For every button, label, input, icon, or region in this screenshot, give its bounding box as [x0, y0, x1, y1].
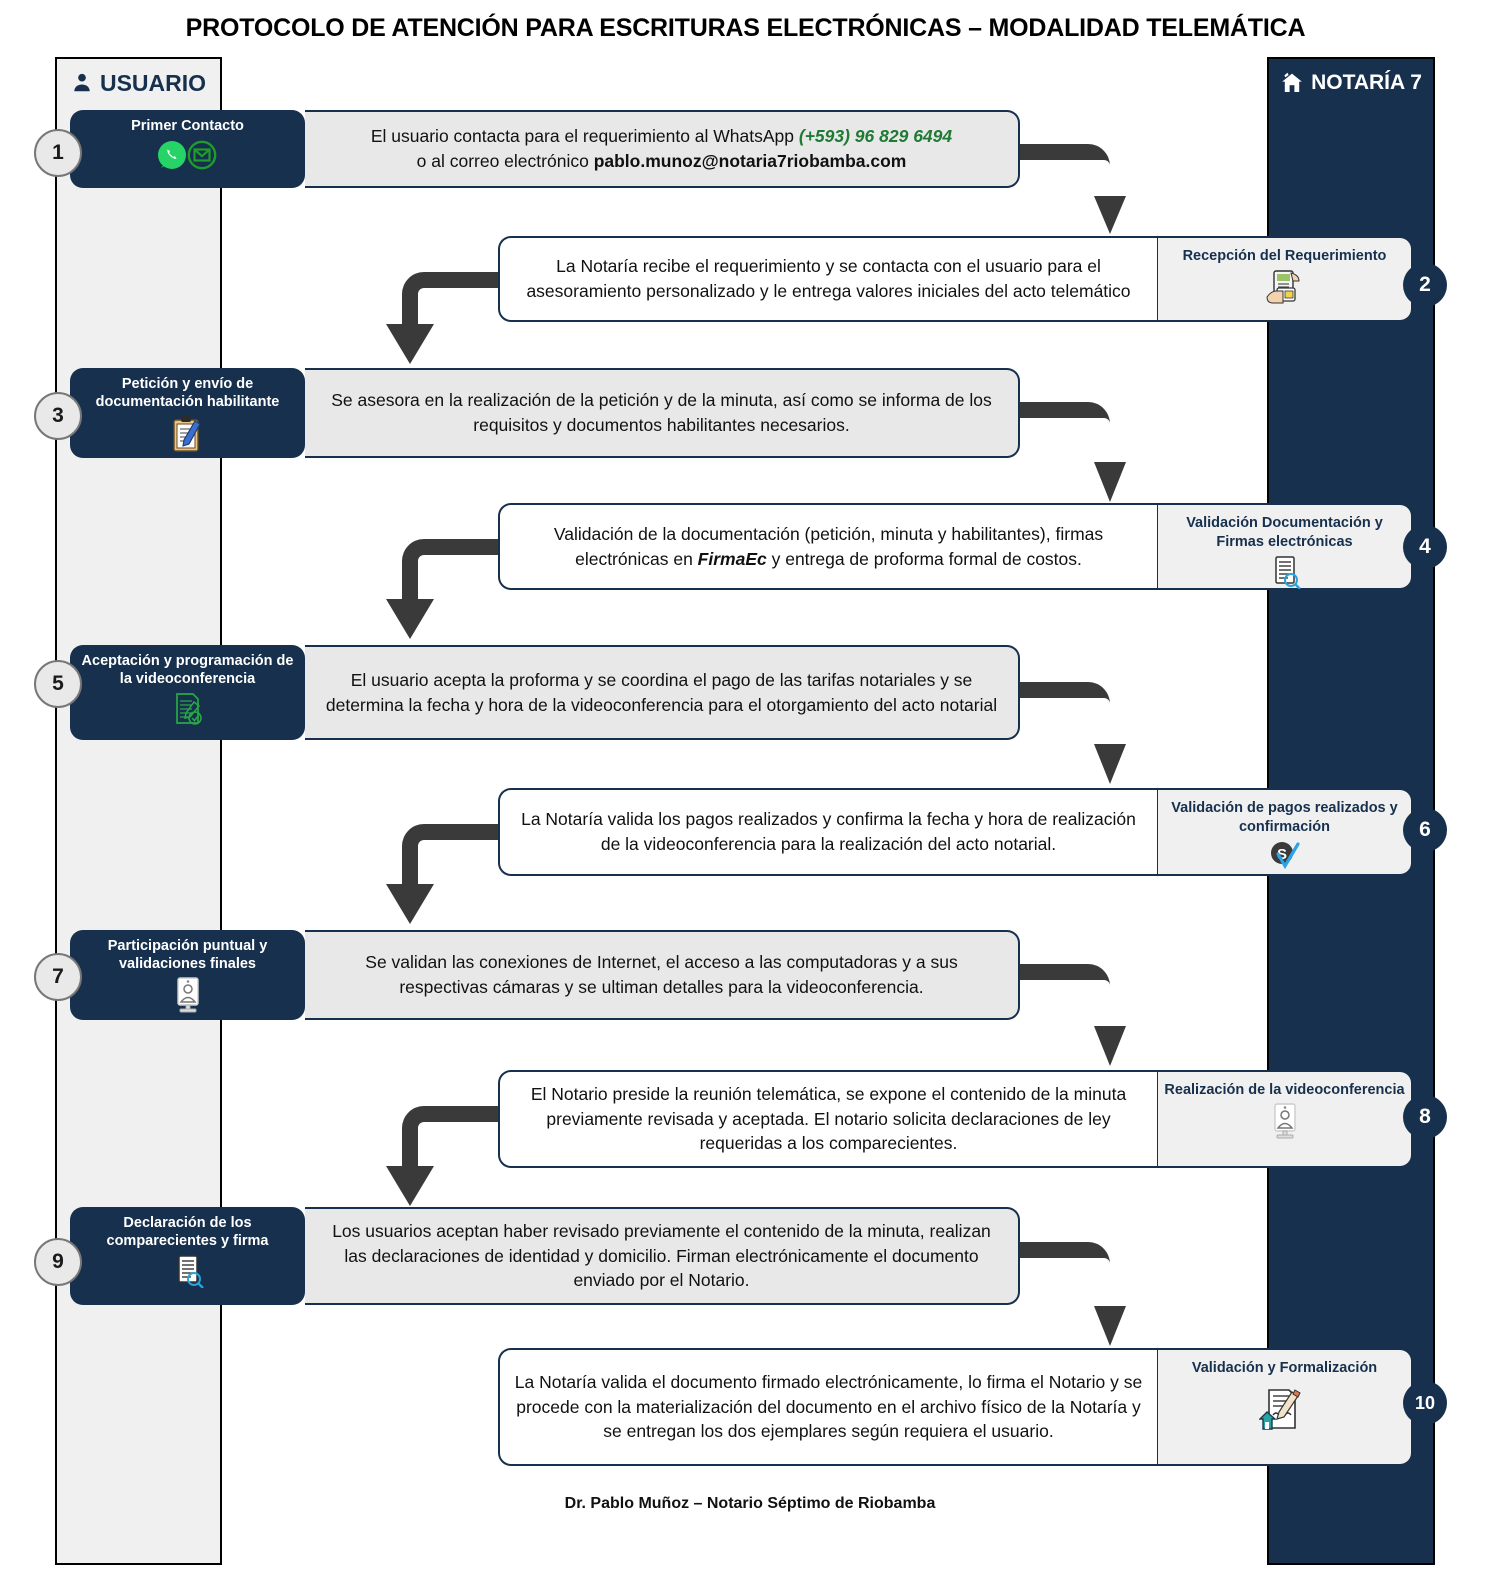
step-label-8: Realización de la videoconferencia [1157, 1070, 1413, 1168]
step-body-text-1b: o al correo electrónico [416, 151, 594, 171]
step-number-7: 7 [34, 953, 82, 1001]
swimlane-header-usuario: USUARIO [55, 57, 222, 109]
document-check-icon [169, 692, 207, 726]
step-number-1: 1 [34, 129, 82, 177]
step-label-text-2: Recepción del Requerimiento [1182, 248, 1387, 264]
step-label-5: Aceptación y programación de la videocon… [70, 645, 305, 740]
arrow-9-to-10 [1020, 1228, 1150, 1357]
step-body-8: El Notario preside la reunión telemática… [498, 1070, 1158, 1168]
step-body-2: La Notaría recibe el requerimiento y se … [498, 236, 1158, 322]
step-label-text-4: Validación Documentación y Firmas electr… [1186, 515, 1383, 550]
step-number-4: 4 [1403, 525, 1447, 569]
step-label-text-10: Validación y Formalización [1191, 1360, 1378, 1376]
step-body-6: La Notaría valida los pagos realizados y… [498, 788, 1158, 876]
arrow-8-to-9 [380, 1092, 510, 1217]
whatsapp-number: (+593) 96 829 6494 [798, 126, 953, 147]
dollar-check-icon: S [1265, 840, 1305, 872]
step-label-4: Validación Documentación y Firmas electr… [1157, 503, 1413, 590]
arrow-6-to-7 [380, 810, 510, 935]
step-body-text-4b: y entrega de proforma formal de costos. [766, 548, 1082, 569]
swimlane-label-notaria: NOTARÍA 7 [1311, 71, 1422, 94]
arrow-4-to-5 [380, 525, 510, 650]
arrow-1-to-2 [1020, 130, 1150, 245]
arrow-7-to-8 [1020, 950, 1150, 1077]
step-label-2: Recepción del Requerimiento [1157, 236, 1413, 322]
step-number-5: 5 [34, 660, 82, 708]
step-label-9: Declaración de los comparecientes y firm… [70, 1207, 305, 1305]
step-number-8: 8 [1403, 1095, 1447, 1139]
step-number-3: 3 [34, 392, 82, 440]
step-body-1: El usuario contacta para el requerimient… [305, 110, 1020, 188]
step-label-10: Validación y Formalización [1157, 1348, 1413, 1466]
step-label-text-5: Aceptación y programación de la videocon… [81, 653, 294, 688]
step-number-10: 10 [1403, 1381, 1447, 1425]
document-hand-icon [1263, 269, 1307, 307]
step-label-1: Primer Contacto [70, 110, 305, 188]
step-body-text-1a: El usuario contacta para el requerimient… [370, 126, 799, 147]
swimlane-usuario [55, 57, 222, 1565]
svg-text:S: S [1276, 846, 1286, 863]
step-body-7: Se validan las conexiones de Internet, e… [305, 930, 1020, 1020]
step-body-text-4a: Validación de la documentación (petición… [553, 523, 1104, 569]
step-label-text-6: Validación de pagos realizados y confirm… [1171, 800, 1398, 835]
email-address: pablo.munoz@notaria7riobamba.com [593, 151, 907, 171]
page-title: PROTOCOLO DE ATENCIÓN PARA ESCRITURAS EL… [185, 14, 1306, 42]
house-document-pen-icon [1257, 1386, 1311, 1434]
step-label-text-1: Primer Contacto [131, 118, 244, 134]
step-number-9: 9 [34, 1238, 82, 1286]
step-number-6: 6 [1403, 808, 1447, 852]
step-body-5: El usuario acepta la proforma y se coord… [305, 645, 1020, 740]
arrow-5-to-6 [1020, 668, 1150, 795]
step-body-9: Los usuarios aceptan haber revisado prev… [305, 1207, 1020, 1305]
footer-credit: Dr. Pablo Muñoz – Notario Séptimo de Rio… [564, 1495, 936, 1512]
step-label-text-8: Realización de la videoconferencia [1164, 1082, 1405, 1098]
document-magnifier-icon [1266, 555, 1304, 590]
swimlane-header-notaria: NOTARÍA 7 [1267, 57, 1435, 109]
clipboard-pencil-icon [168, 415, 208, 453]
step-label-text-7: Participación puntual y validaciones fin… [107, 938, 268, 973]
swimlane-label-usuario: USUARIO [99, 69, 207, 96]
videoconference-icon [171, 976, 205, 1013]
step-body-10: La Notaría valida el documento firmado e… [498, 1348, 1158, 1466]
videoconference-icon [1268, 1103, 1302, 1139]
step-label-7: Participación puntual y validaciones fin… [70, 930, 305, 1020]
step-number-2: 2 [1403, 263, 1447, 307]
step-label-text-9: Declaración de los comparecientes y firm… [106, 1215, 269, 1250]
arrow-2-to-3 [380, 258, 510, 375]
step-icons-1 [155, 138, 221, 172]
step-label-6: Validación de pagos realizados y confirm… [1157, 788, 1413, 876]
person-icon [71, 72, 93, 94]
arrow-3-to-4 [1020, 388, 1150, 513]
step-body-3: Se asesora en la realización de la petic… [305, 368, 1020, 458]
step-label-text-3: Petición y envío de documentación habili… [95, 376, 280, 411]
firmaec-brand: FirmaEc [697, 548, 767, 569]
document-signature-icon [169, 1254, 207, 1289]
house-icon [1280, 71, 1304, 95]
step-body-4: Validación de la documentación (petición… [498, 503, 1158, 590]
step-label-3: Petición y envío de documentación habili… [70, 368, 305, 458]
